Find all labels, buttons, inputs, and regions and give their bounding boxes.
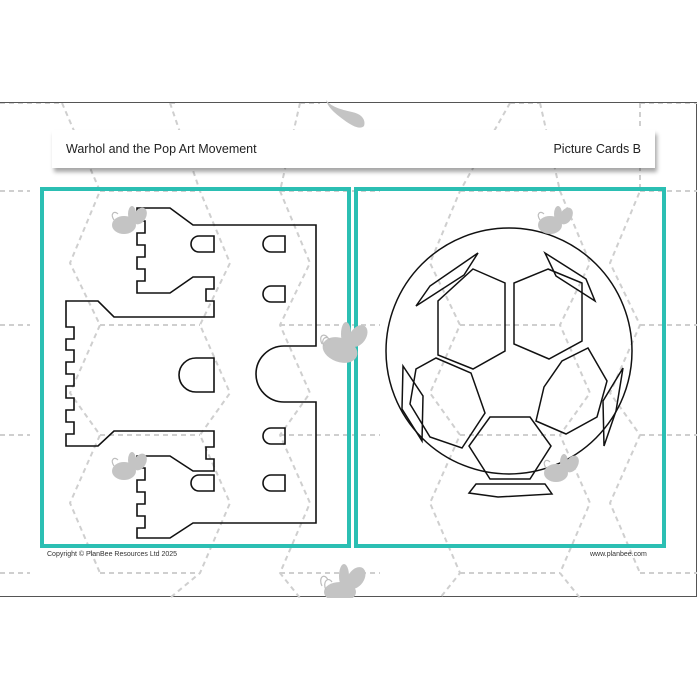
hexagon-background-pattern: [0, 103, 697, 598]
website-link[interactable]: www.planbee.com: [590, 551, 647, 558]
worksheet-title: Warhol and the Pop Art Movement: [66, 142, 257, 156]
castle-icon: [65, 207, 317, 539]
worksheet-header: Warhol and the Pop Art Movement Picture …: [52, 130, 655, 168]
picture-card-castle: [40, 187, 351, 548]
copyright-notice: Copyright © PlanBee Resources Ltd 2025: [47, 551, 178, 558]
football-icon: [385, 227, 633, 498]
worksheet-section-label: Picture Cards B: [553, 142, 641, 156]
picture-card-football: [354, 187, 666, 548]
